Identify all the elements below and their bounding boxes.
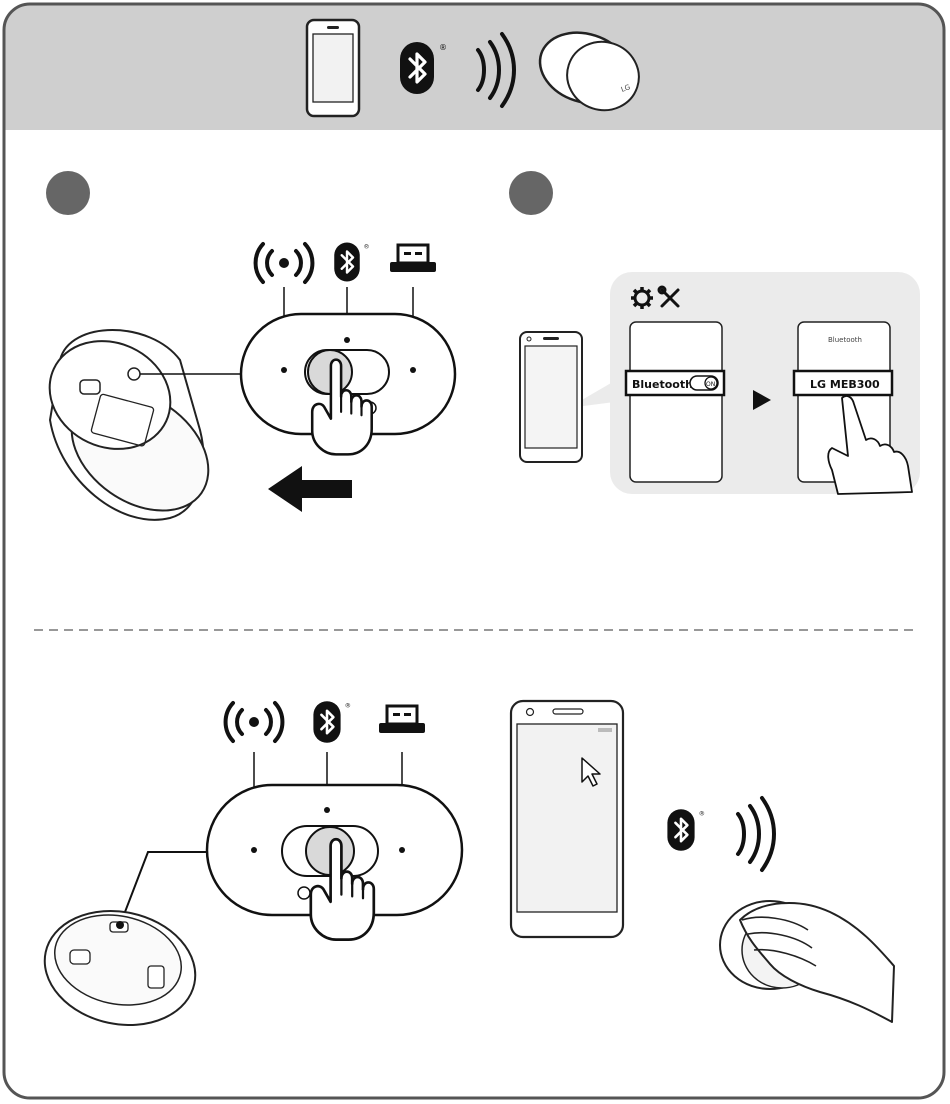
toggle-state-label: ON [706,381,715,388]
usb-dongle-icon [390,245,436,272]
usb-dongle-icon [379,706,425,733]
step-1-marker [46,171,90,215]
smartphone-icon [307,20,359,116]
device-name-label: LG MEB300 [810,378,880,391]
phone-screen-bluetooth-toggle: Bluetooth ON [626,322,724,482]
bluetooth-screen-header: Bluetooth [828,336,862,344]
bluetooth-label: Bluetooth [632,378,693,391]
header-band [4,4,944,130]
step-2-marker [509,171,553,215]
phone-illustration-small [520,332,582,462]
phone-illustration-large [511,701,623,937]
